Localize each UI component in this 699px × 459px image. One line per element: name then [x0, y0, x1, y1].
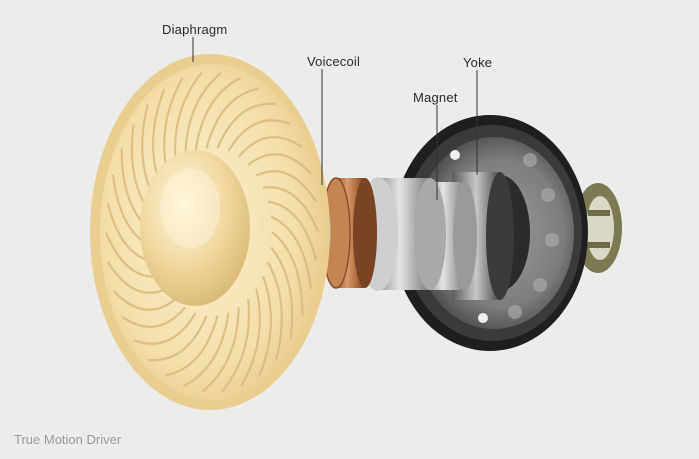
diaphragm-rib	[133, 312, 197, 345]
diaphragm-rib	[174, 72, 203, 166]
diaphragm-rib	[258, 275, 272, 376]
diaphragm-rib	[205, 87, 260, 149]
diaphragm-rib	[106, 261, 169, 294]
diaphragm-rib	[271, 231, 304, 316]
diaphragm-rib	[270, 215, 313, 290]
diaphragm-rib	[237, 136, 303, 158]
diaphragm-rib	[148, 315, 208, 362]
diaphragm-rib	[164, 315, 219, 377]
diaphragm-rib	[240, 288, 261, 387]
diaphragm-rib	[266, 261, 283, 360]
diaphragm-rib	[182, 312, 230, 388]
diaphragm-rib	[201, 307, 240, 393]
diaphragm-rib	[247, 153, 312, 175]
caption: True Motion Driver	[14, 432, 122, 447]
diaphragm-rib	[227, 119, 291, 152]
voicecoil	[321, 177, 377, 289]
diaphragm-rib	[216, 102, 276, 149]
leader-lines	[192, 37, 478, 200]
diaphragm-rib	[194, 76, 242, 152]
diaphragm-rib	[184, 71, 223, 157]
diaphragm-rib	[262, 186, 320, 232]
magnet	[416, 172, 514, 300]
magnet-label: Magnet	[413, 90, 458, 105]
diaphragm-rib	[121, 306, 187, 328]
yoke-label: Yoke	[463, 55, 493, 70]
diaphragm-rib	[112, 289, 177, 311]
diaphragm-rib	[221, 298, 250, 392]
diaphragm-rib	[255, 170, 318, 203]
diaphragm-rib	[267, 200, 318, 261]
diaphragm	[90, 54, 330, 410]
voicecoil-label: Voicecoil	[307, 54, 361, 69]
diaphragm-rib	[270, 246, 294, 340]
diaphragm-label: Diaphragm	[162, 22, 228, 37]
